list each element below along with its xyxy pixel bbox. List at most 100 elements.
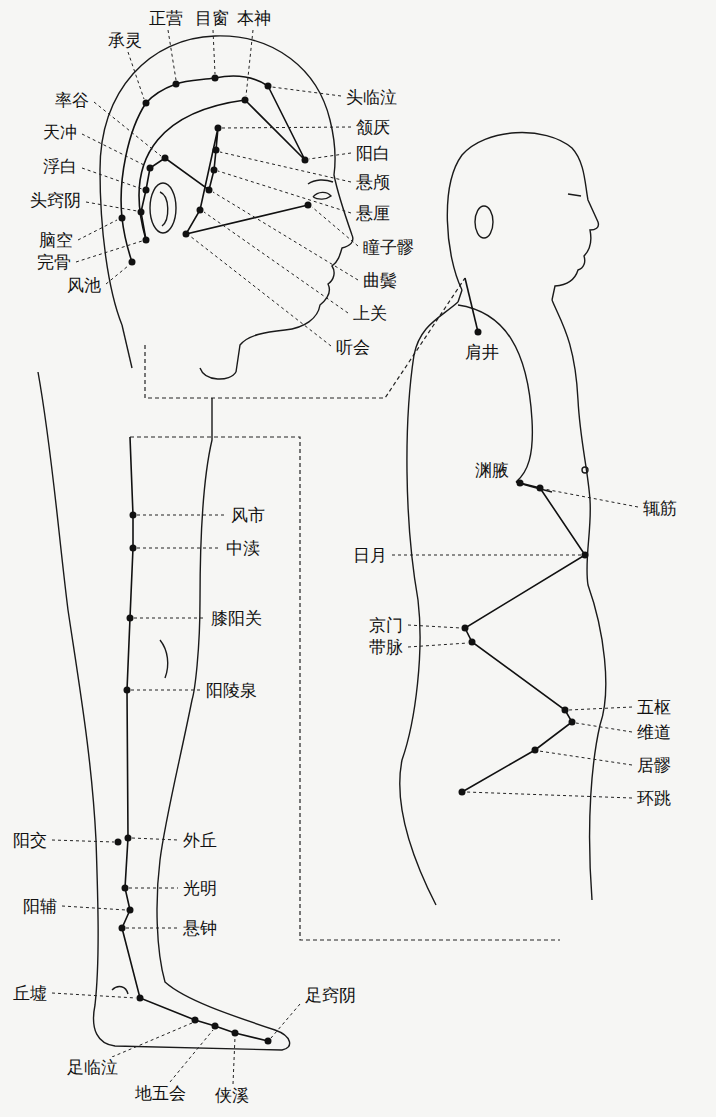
acupoint-label: 足窍阴 — [304, 985, 357, 1005]
acupoint-label: 阳辅 — [22, 896, 58, 916]
acupoint — [173, 81, 180, 88]
leader-line — [204, 212, 348, 313]
acupoint-label: 曲鬓 — [362, 270, 398, 290]
leader-line — [309, 153, 351, 159]
acupoint-label: 地五会 — [134, 1083, 187, 1103]
acupoint-label: 日月 — [352, 545, 388, 565]
leader-line — [82, 168, 142, 189]
leader-line — [466, 792, 632, 798]
leader-line — [246, 30, 253, 96]
acupoint-label: 居髎 — [636, 755, 672, 775]
leader-line — [213, 192, 358, 280]
acupoint — [562, 707, 569, 714]
acupoint — [265, 1038, 272, 1045]
eye — [313, 192, 331, 199]
leader-line — [222, 127, 351, 128]
acupoint-label: 中渎 — [225, 538, 261, 558]
acupoint — [302, 157, 309, 164]
meridian-line — [121, 76, 268, 262]
leader-line — [539, 751, 632, 765]
eye — [568, 194, 581, 196]
acupoint-label: 脑空 — [38, 230, 74, 250]
meridian-line — [462, 483, 585, 792]
leader-line — [392, 555, 581, 556]
acupoint — [305, 202, 312, 209]
acupoint-label: 上关 — [352, 303, 388, 323]
ear — [150, 183, 176, 233]
acupoint — [119, 925, 126, 932]
meridian-line — [122, 437, 268, 1041]
acupoint-label: 侠溪 — [214, 1085, 250, 1105]
knee-mark — [160, 640, 168, 678]
leader-line — [213, 30, 215, 74]
leader-line — [190, 236, 331, 346]
leader-line — [86, 202, 137, 211]
leader-line — [271, 1004, 300, 1038]
acupoint — [183, 231, 190, 238]
acupoint-label: 正营 — [148, 8, 184, 28]
acupoint — [211, 167, 218, 174]
leader-line — [106, 266, 128, 284]
body-outline — [552, 300, 606, 900]
leader-line — [52, 993, 136, 998]
acupoint — [582, 552, 589, 559]
acupoint-label: 阳陵泉 — [205, 680, 258, 700]
leader-line — [78, 220, 117, 240]
leader-lines — [52, 30, 638, 1084]
acupoints — [115, 75, 589, 1045]
acupoint — [206, 187, 213, 194]
leader-line — [128, 52, 144, 99]
body-outline — [38, 372, 290, 1050]
acupoint-label: 悬钟 — [182, 918, 218, 938]
acupoint-label: 辄筋 — [642, 498, 678, 518]
acupoint-label: 阳白 — [355, 143, 391, 163]
meridian-line — [465, 278, 478, 332]
neck-line — [122, 325, 132, 368]
leader-line — [137, 515, 226, 516]
acupoint — [212, 1023, 219, 1030]
acupoint-label: 京门 — [368, 615, 404, 635]
acupoint-label: 肩井 — [464, 342, 500, 362]
acupoint — [532, 747, 539, 754]
acupoint-label: 膝阳关 — [210, 608, 263, 628]
acupoint — [462, 625, 469, 632]
leader-line — [576, 723, 632, 732]
acupoint-label: 环跳 — [636, 788, 672, 808]
acupoint-label: 外丘 — [182, 830, 218, 850]
leader-line — [408, 625, 461, 628]
leader-line — [112, 1023, 192, 1057]
acupoint-label: 阳交 — [12, 830, 48, 850]
acupoint — [130, 512, 137, 519]
leader-line — [129, 888, 178, 889]
acupoint-label: 丘墟 — [12, 983, 48, 1003]
acupoint-label: 瞳子髎 — [362, 237, 415, 257]
acupoint-label: 浮白 — [42, 156, 78, 176]
ankle-mark — [112, 987, 128, 994]
acupoint-label: 天冲 — [42, 122, 78, 142]
acupoint — [212, 75, 219, 82]
acupoint-label: 听会 — [335, 337, 371, 357]
leader-line — [134, 618, 206, 619]
eyebrow — [308, 180, 333, 184]
leader-line — [82, 134, 146, 166]
leader-line — [544, 489, 638, 507]
acupoint-label: 本神 — [236, 8, 272, 28]
acupoint — [129, 259, 136, 266]
acupoint — [143, 187, 150, 194]
acupoint-label: 风市 — [230, 505, 266, 525]
acupoint — [469, 639, 476, 646]
acupoint-label: 足临泣 — [66, 1057, 119, 1077]
acupoint-label: 目窗 — [194, 8, 230, 28]
leader-line — [170, 1030, 213, 1082]
acupoint — [213, 147, 220, 154]
acupoint — [119, 215, 126, 222]
meridian-line — [141, 128, 308, 240]
neck-line — [458, 290, 462, 302]
acupoint — [125, 835, 132, 842]
acupoint — [537, 485, 544, 492]
acupoint — [475, 329, 482, 336]
body-outline — [400, 302, 458, 905]
acupoint — [138, 209, 145, 216]
leader-line — [52, 840, 114, 842]
